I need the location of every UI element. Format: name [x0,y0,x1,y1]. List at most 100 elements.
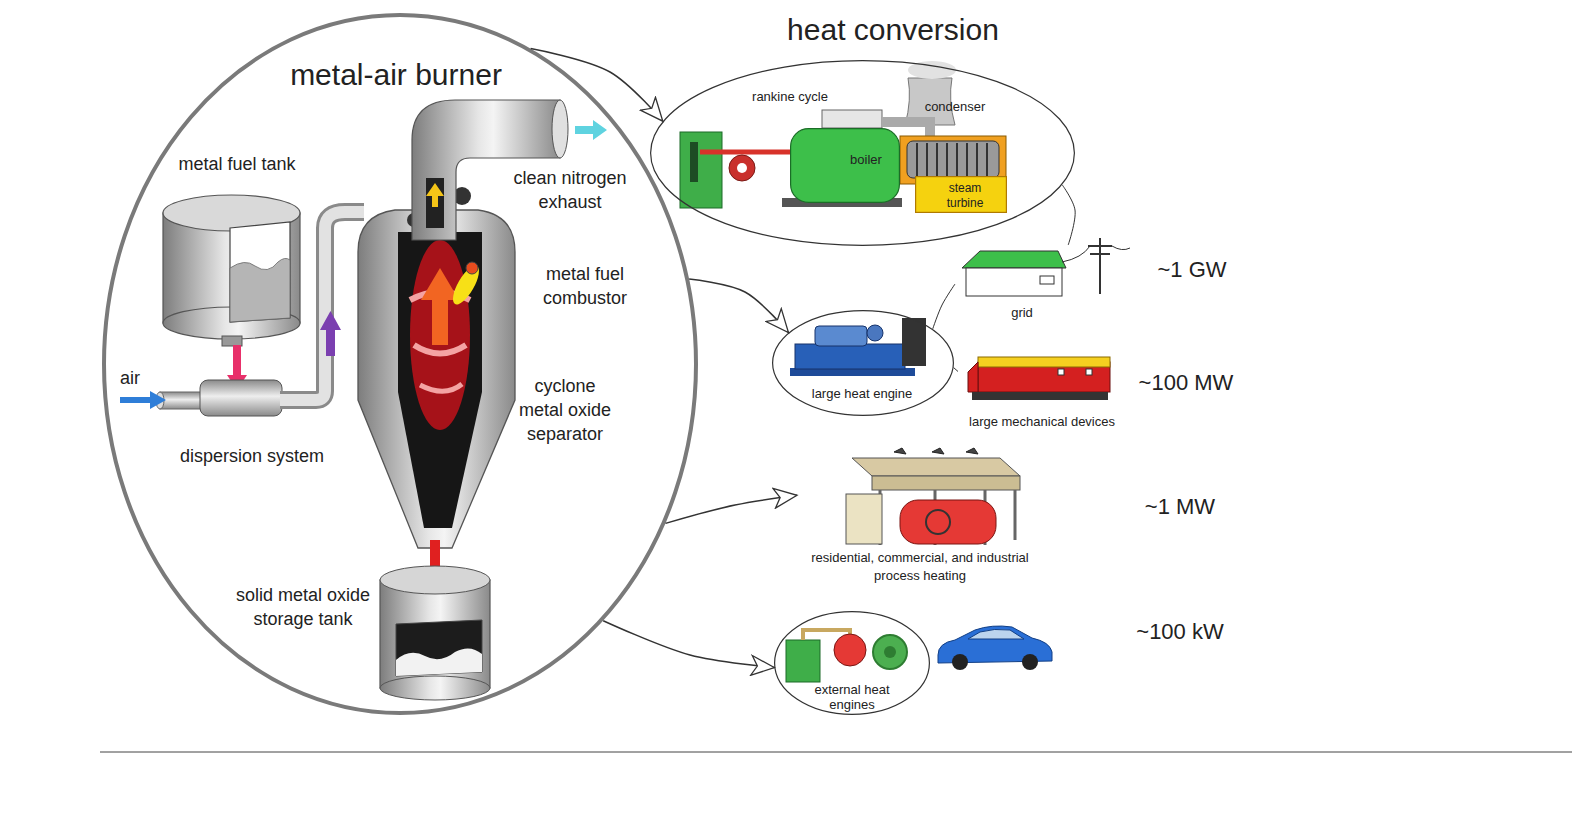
nitrogen-arrow [575,120,607,140]
ellipse-outline [104,15,696,713]
house-window [1040,276,1054,284]
device-node: large mechanical devices [958,355,1126,433]
feed-pipe-outer [280,212,364,400]
car-windows [968,629,1024,639]
oxide-tank-top [380,566,490,594]
node-text: steam turbine [934,181,996,211]
exhaust-arrow [426,183,444,207]
train-window [1086,369,1092,375]
car-wheel [952,654,968,670]
turbine-box: steam turbine [915,176,1007,213]
rack-top [852,458,1020,476]
node-text: external heat engines [805,682,900,712]
flow-arrow [689,279,788,333]
box-outline [916,177,1007,213]
cycle-ellipse: rankine cycle boiler steam turbine [650,60,1075,246]
node-text: boiler [836,152,896,168]
node-text: large heat engine [797,386,927,402]
train-window [1058,369,1064,375]
flow-arrow [603,621,774,668]
flow-arrow [666,495,797,523]
power-scale: ~1 MW [1115,494,1245,520]
train-bogies [972,392,1108,400]
house-roof [962,251,1066,268]
fuel-tank-body [163,213,300,323]
node-outline [102,13,698,715]
fuel-tank-window [230,222,290,322]
oxide-tank-bottom [380,676,490,700]
turbine-blades [917,143,987,176]
part-label: metal fuel tank [137,152,337,176]
turbine-casing [907,141,999,178]
part-label: metal fuel combustor [530,262,640,310]
node-text: grid [992,305,1052,321]
diagram-title: heat conversion [733,12,1053,48]
part-label: air [100,366,160,390]
oxide-tank-body [380,580,490,688]
combustion-glow [410,240,470,430]
train-stripe [978,357,1110,367]
ellipse-outline [651,61,1075,246]
pump-box [680,132,722,208]
grid-node: grid [955,245,1070,323]
boiler-box: boiler [790,128,900,203]
engine-cylinder [815,326,867,346]
connector-line [954,368,958,372]
engine-ellipse: external heat engines [774,611,930,715]
cyclone-body [358,210,515,548]
box-outline [791,129,900,203]
car-wheel [1022,654,1038,670]
house-wall [966,268,1062,296]
ellipse-outline [775,612,930,715]
power-scale: ~100 kW [1115,619,1245,645]
power-scale: ~1 GW [1127,257,1257,283]
part-label: solid metal oxide storage tank [223,583,383,631]
exhaust-slot [426,178,444,228]
connector-line [1062,185,1075,245]
dispersion-chamber [200,380,282,416]
feed-arrow [320,311,341,356]
node-text: rankine cycle [730,89,850,105]
feed-line [700,150,792,155]
ext-burner-box [786,640,820,682]
boiler-railing [822,110,882,128]
ext-gear-hub [884,646,896,658]
engine-valve [867,325,883,341]
fuel-tank-neck [222,336,242,346]
engine-block [795,344,905,369]
feed-pipe-inner [280,212,364,400]
air-arrow [120,391,166,409]
heater-flange [926,510,950,534]
flame [448,262,484,308]
engine-ellipse: large heat engine [772,310,954,416]
node-outline [790,128,900,203]
swirl [414,345,466,354]
burner-box [846,494,882,544]
oxide-powder [396,648,482,676]
feed-pump-hub [737,163,747,173]
page-rule [100,752,1572,753]
rack-icons [894,448,978,454]
hot-gas-arrow [421,268,459,345]
feed-pump [729,155,755,181]
burner-ellipse: metal-air burner [102,13,698,715]
part-label: dispersion system [152,444,352,468]
part-label: clean nitrogen exhaust [500,166,640,214]
node-text: large mechanical devices [959,414,1125,430]
rack-front [872,476,1020,490]
air-inlet-pipe [160,392,206,409]
exhaust-outlet [552,100,568,158]
power-wire [1062,246,1130,262]
rack-legs [880,490,1015,545]
heater-tank [900,500,996,544]
power-scale: ~100 MW [1121,370,1251,396]
part-label: cyclone metal oxide separator [515,374,615,446]
pump-slot [690,142,698,182]
node-text: metal-air burner [236,57,556,93]
heating-node: residential, commercial, and industrial … [797,448,1043,586]
ext-gear [873,635,907,669]
burner-nozzle [466,262,478,274]
swirl [420,384,462,391]
flow-arrow [531,49,663,122]
node-text: residential, commercial, and industrial … [798,549,1043,585]
